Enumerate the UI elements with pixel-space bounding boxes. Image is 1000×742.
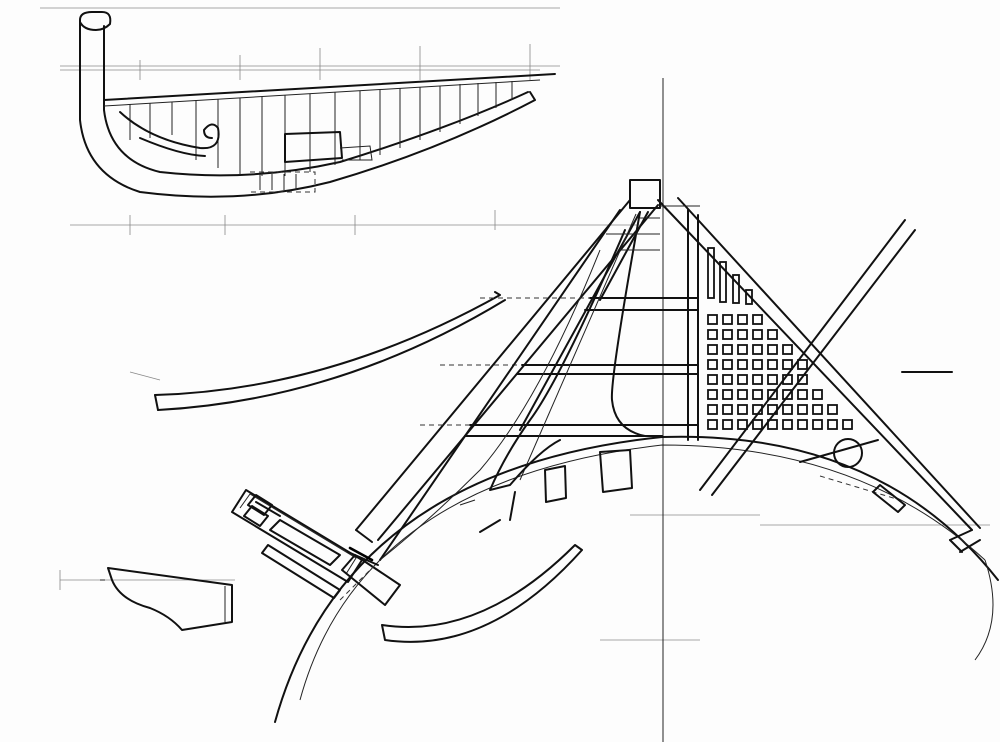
grid-square (707, 404, 718, 415)
grid-square (797, 404, 808, 415)
grid-square (707, 419, 718, 430)
construction-lines (40, 7, 990, 641)
entrance-stair (243, 494, 281, 527)
grid-square (752, 344, 763, 355)
grid-square (767, 359, 778, 370)
grid-square (737, 329, 748, 340)
grid-square (782, 374, 793, 385)
grid-square (722, 314, 733, 325)
bracket-profile (100, 567, 233, 631)
grid-square (707, 329, 718, 340)
grid-square (707, 374, 718, 385)
grid-square (767, 374, 778, 385)
grid-square (842, 419, 853, 430)
grid-square (737, 419, 748, 430)
grid-square (722, 344, 733, 355)
curved-wall-segment (129, 291, 506, 411)
grid-square (752, 359, 763, 370)
circular-opening (833, 438, 863, 468)
grid-square (752, 374, 763, 385)
grid-square (797, 419, 808, 430)
grid-square (737, 404, 748, 415)
grid-square (782, 344, 793, 355)
grid-square (707, 314, 718, 325)
lower-curved-wall (381, 544, 583, 643)
grid-square (782, 359, 793, 370)
grid-square (752, 419, 763, 430)
grid-square (737, 359, 748, 370)
grid-square (767, 389, 778, 400)
square-grid (707, 314, 853, 430)
grid-square (827, 404, 838, 415)
grid-square (722, 374, 733, 385)
grid-square (767, 419, 778, 430)
grid-square (782, 419, 793, 430)
grid-square (752, 389, 763, 400)
grid-square (737, 344, 748, 355)
grid-square (707, 389, 718, 400)
grid-square (752, 314, 763, 325)
grid-square (737, 389, 748, 400)
section-detail-top-left (79, 11, 556, 198)
grid-square (797, 359, 808, 370)
grid-square (737, 314, 748, 325)
grid-square (767, 344, 778, 355)
grid-square (797, 374, 808, 385)
grid-square (812, 419, 823, 430)
vertical-slots (707, 247, 753, 305)
grid-square (722, 359, 733, 370)
grid-square (722, 389, 733, 400)
grid-square (722, 419, 733, 430)
grid-square (737, 374, 748, 385)
grid-square (722, 404, 733, 415)
grid-square (782, 389, 793, 400)
grid-square (752, 329, 763, 340)
grid-square (707, 344, 718, 355)
grid-square (782, 404, 793, 415)
grid-square (812, 404, 823, 415)
wall-openings (459, 449, 633, 533)
main-plan (231, 78, 999, 742)
grid-square (827, 419, 838, 430)
grid-square (797, 389, 808, 400)
grid-square (752, 404, 763, 415)
grid-square (767, 329, 778, 340)
grid-square (812, 389, 823, 400)
grid-square (767, 404, 778, 415)
grid-square (722, 329, 733, 340)
grid-square (707, 359, 718, 370)
